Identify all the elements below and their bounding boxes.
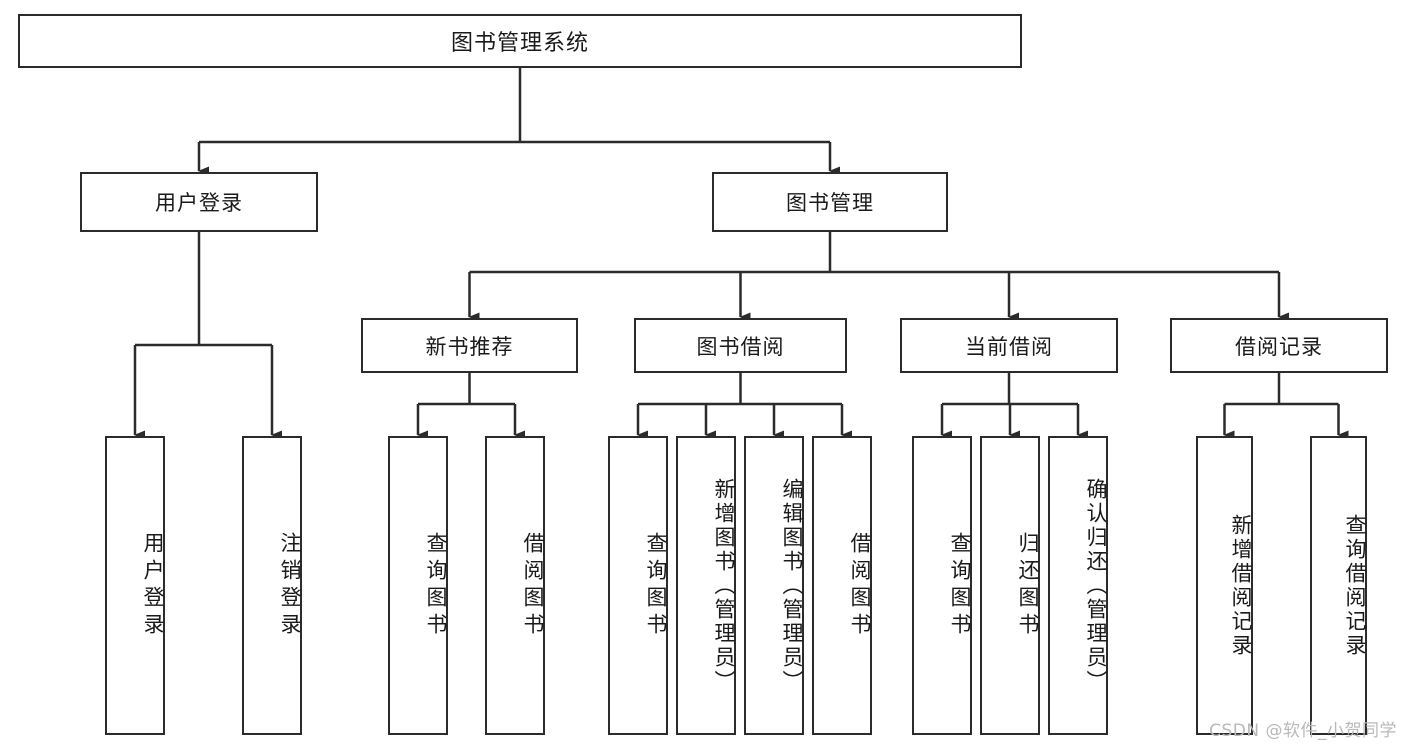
node-leaf-borrow-1[interactable]: 借阅图书	[485, 436, 545, 735]
node-leaf-query-rec[interactable]: 查询借阅记录	[1310, 436, 1367, 735]
node-label: 归还图书	[1016, 531, 1040, 640]
node-leaf-return[interactable]: 归还图书	[980, 436, 1040, 735]
node-book-mgmt[interactable]: 图书管理	[712, 172, 948, 232]
node-label: 图书借阅	[696, 334, 785, 359]
node-leaf-add-book[interactable]: 新增图书（管理员）	[676, 436, 736, 735]
node-leaf-edit-book[interactable]: 编辑图书（管理员）	[744, 436, 804, 735]
node-leaf-query-2[interactable]: 查询图书	[608, 436, 668, 735]
node-leaf-query-1[interactable]: 查询图书	[388, 436, 448, 735]
node-new-book-rec[interactable]: 新书推荐	[361, 318, 578, 373]
node-label: 查询图书	[644, 531, 668, 640]
node-label: 图书管理系统	[450, 31, 589, 56]
watermark-label: CSDN @软件_小贺同学	[1209, 721, 1397, 741]
node-label: 当前借阅	[965, 334, 1053, 359]
node-label: 查询借阅记录	[1343, 513, 1367, 658]
node-leaf-user-login[interactable]: 用户登录	[105, 436, 165, 735]
node-label: 新增图书（管理员）	[712, 477, 736, 694]
node-label: 用户登录	[141, 531, 165, 640]
node-book-borrow[interactable]: 图书借阅	[634, 318, 847, 373]
node-user-login[interactable]: 用户登录	[80, 172, 318, 232]
node-label: 用户登录	[155, 191, 243, 215]
node-leaf-query-3[interactable]: 查询图书	[912, 436, 972, 735]
node-label: 图书管理	[786, 191, 874, 215]
node-leaf-confirm[interactable]: 确认归还（管理员）	[1048, 436, 1108, 735]
node-label: 查询图书	[424, 531, 448, 640]
node-leaf-add-rec[interactable]: 新增借阅记录	[1196, 436, 1253, 735]
node-label: 注销登录	[278, 531, 302, 640]
node-leaf-borrow-2[interactable]: 借阅图书	[812, 436, 872, 735]
node-label: 借阅图书	[521, 531, 545, 640]
node-root[interactable]: 图书管理系统	[18, 14, 1022, 68]
node-label: 借阅图书	[848, 531, 872, 640]
node-label: 新书推荐	[425, 334, 514, 359]
node-leaf-logout[interactable]: 注销登录	[242, 436, 302, 735]
node-current-borrow[interactable]: 当前借阅	[900, 318, 1118, 373]
node-label: 编辑图书（管理员）	[780, 477, 804, 694]
node-label: 确认归还（管理员）	[1084, 477, 1108, 694]
node-label: 查询图书	[948, 531, 972, 640]
node-label: 借阅记录	[1235, 334, 1323, 359]
node-label: 新增借阅记录	[1229, 513, 1253, 658]
node-borrow-record[interactable]: 借阅记录	[1170, 318, 1388, 373]
